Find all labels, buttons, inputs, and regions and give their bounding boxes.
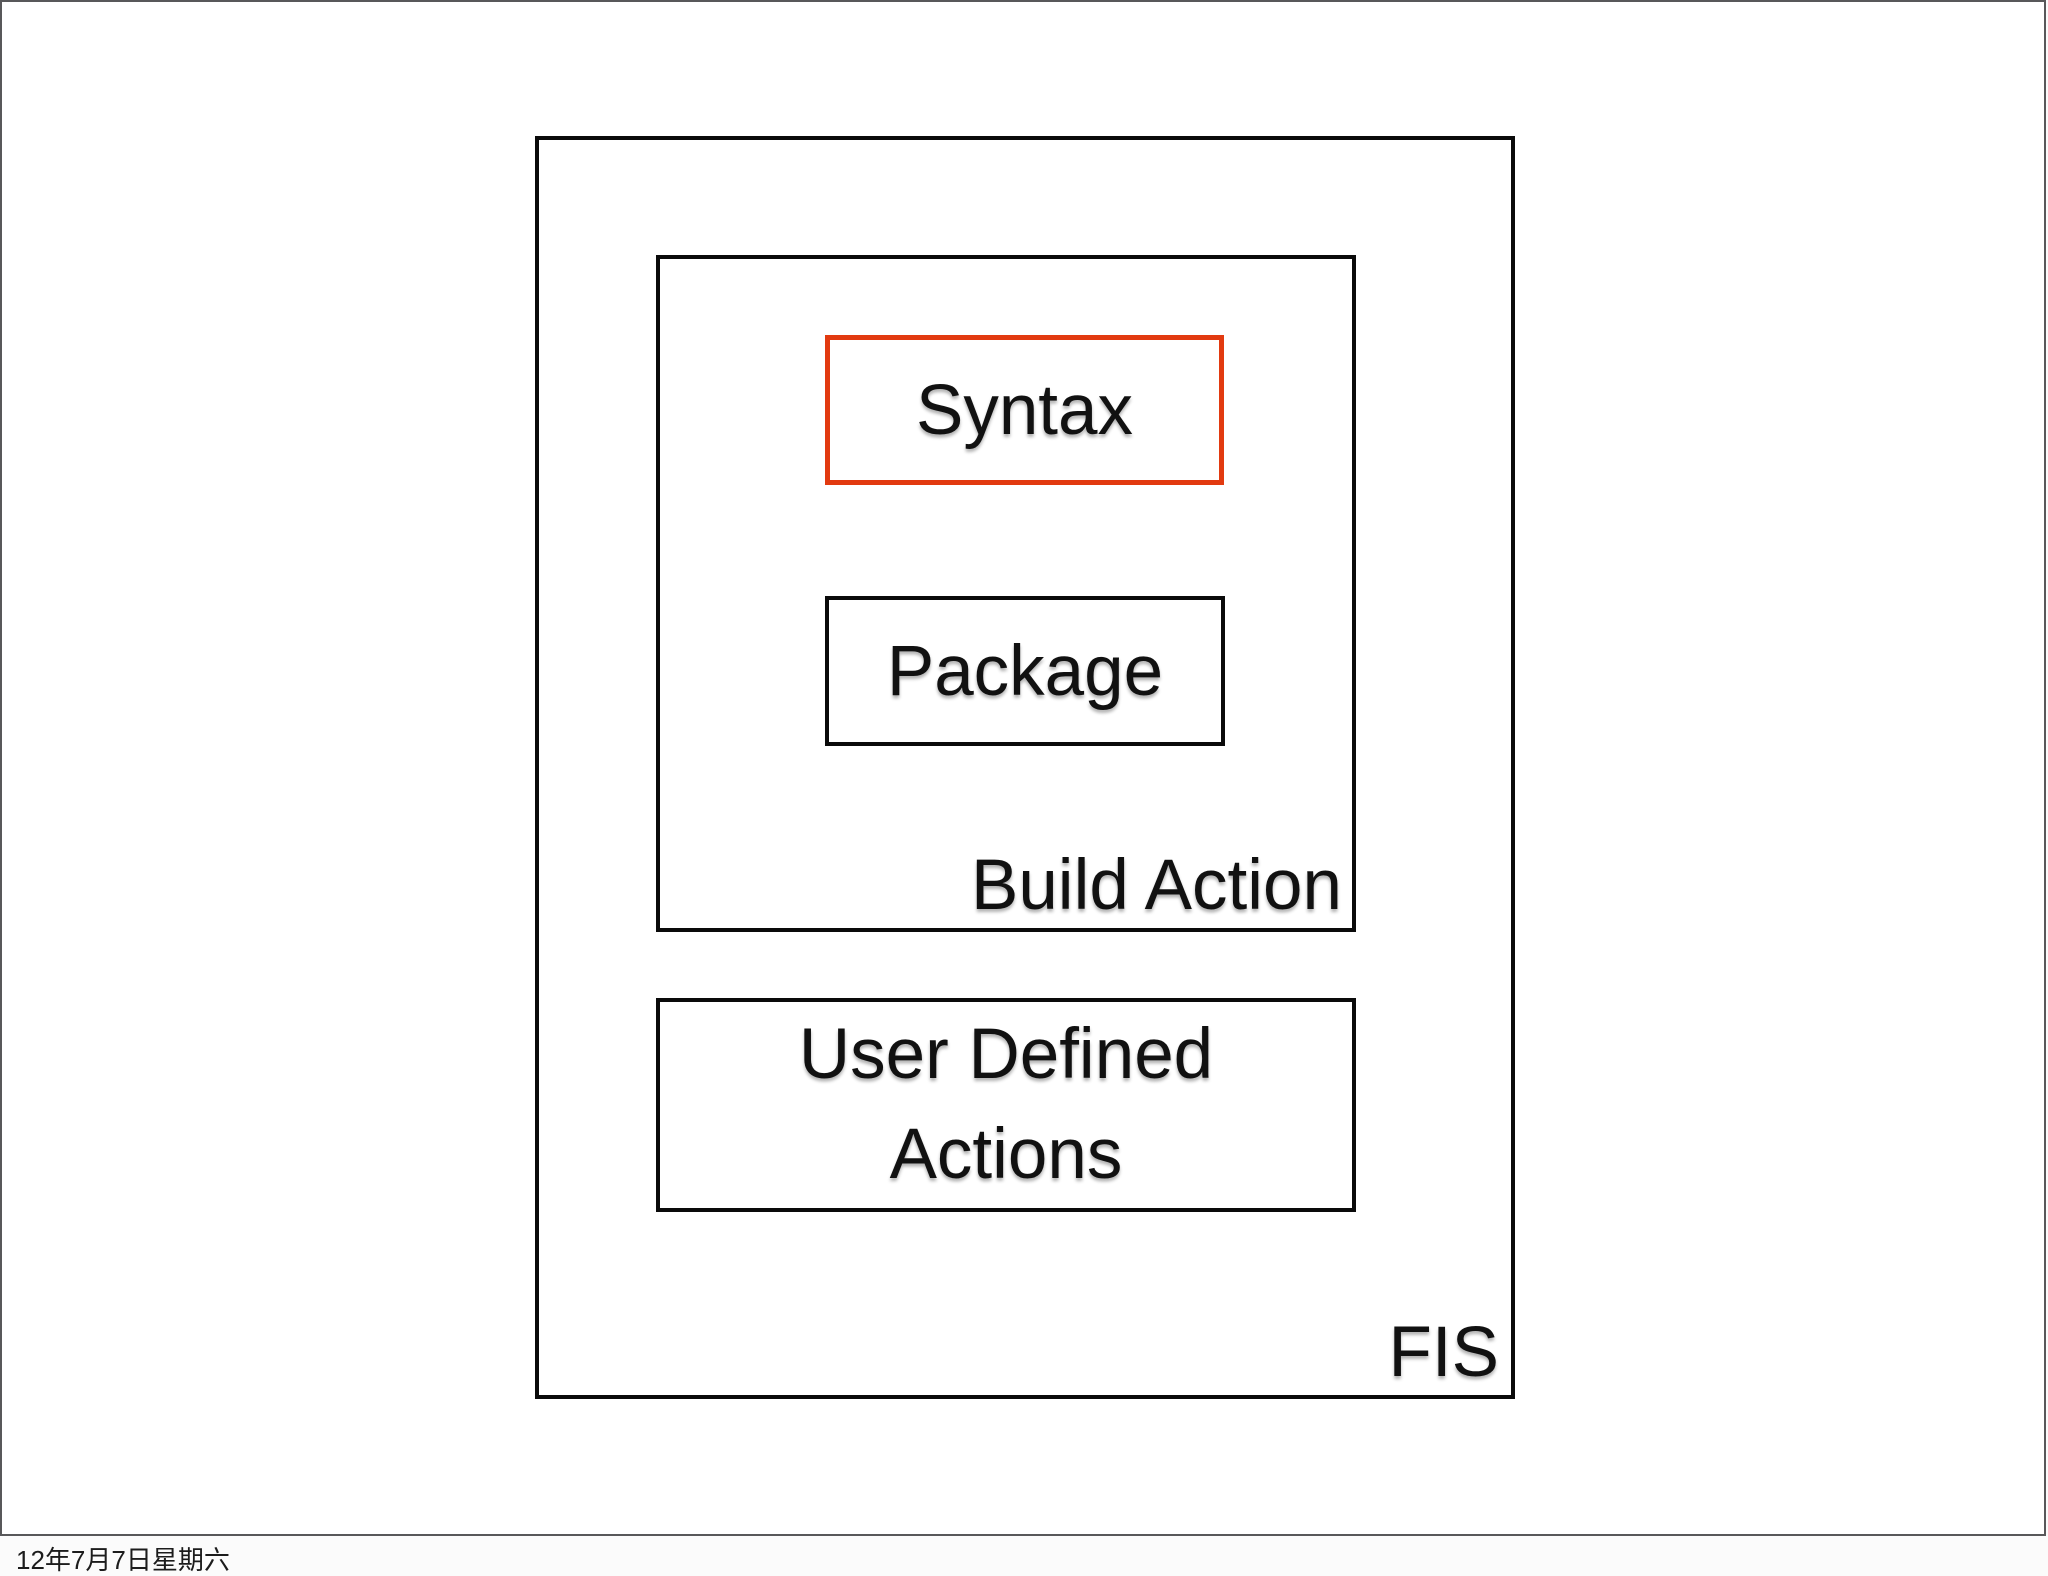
- package-box-label: Package: [886, 631, 1164, 711]
- user-defined-actions-box: User Defined Actions: [656, 998, 1356, 1212]
- syntax-box-label: Syntax: [915, 370, 1134, 450]
- fis-group-box: Syntax Package Build Action User Defined…: [535, 136, 1515, 1399]
- build-action-box-label: Build Action: [970, 846, 1342, 925]
- slide: Syntax Package Build Action User Defined…: [0, 0, 2046, 1536]
- user-defined-actions-label-line2: Actions: [889, 1115, 1123, 1194]
- package-box: Package: [825, 596, 1225, 746]
- slide-date-caption: 12年7月7日星期六: [16, 1545, 230, 1575]
- build-action-group-box: Syntax Package Build Action: [656, 255, 1356, 932]
- syntax-box: Syntax: [825, 335, 1224, 485]
- fis-box-label: FIS: [1388, 1313, 1499, 1392]
- user-defined-actions-label-line1: User Defined: [798, 1015, 1214, 1094]
